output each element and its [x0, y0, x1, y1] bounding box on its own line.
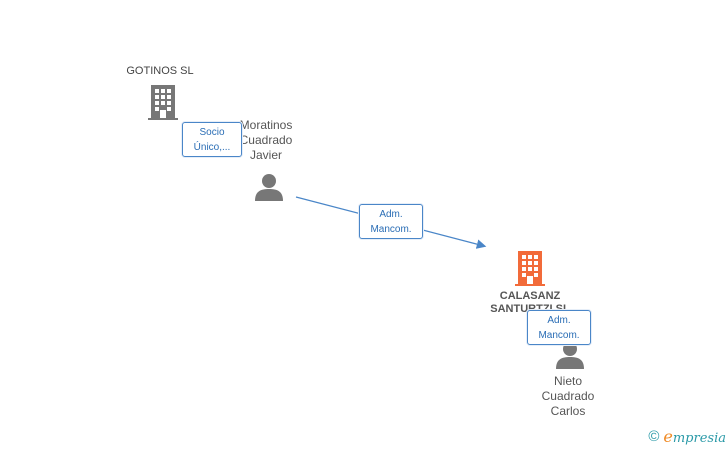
copyright-icon: ©: [648, 428, 660, 445]
person-nieto-name: Nieto Cuadrado Carlos: [541, 374, 595, 418]
person-icon[interactable]: [555, 340, 585, 375]
company-gotinos-name: GOTINOS SL: [126, 65, 194, 77]
role-socio-unico[interactable]: Socio Único,...: [182, 122, 242, 157]
building-icon[interactable]: [514, 250, 546, 291]
brand-logo: empresia: [663, 427, 726, 446]
building-icon[interactable]: [147, 84, 179, 125]
person-moratinos-name: Moratinos Cuadrado Javier: [239, 118, 293, 162]
person-icon[interactable]: [254, 172, 284, 207]
role-adm-mancom-nieto[interactable]: Adm. Mancom.: [527, 310, 591, 345]
role-adm-mancom-edge[interactable]: Adm. Mancom.: [359, 204, 423, 239]
empresia-watermark[interactable]: © empresia: [648, 427, 726, 446]
